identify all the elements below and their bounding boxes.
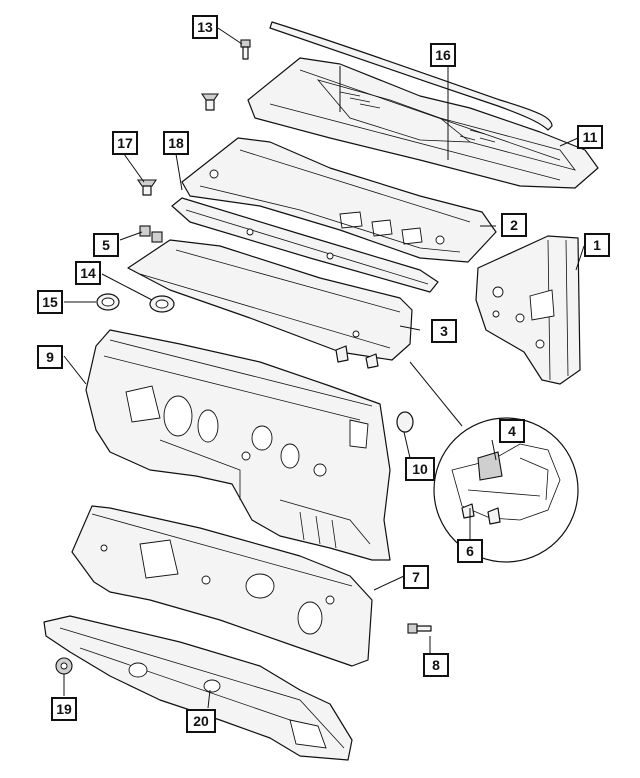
callout-11: 11 (577, 125, 603, 149)
callout-16: 16 (430, 43, 456, 67)
clip-part-5[interactable] (139, 225, 163, 243)
callout-7: 7 (403, 565, 429, 589)
screw-part-13[interactable] (240, 39, 251, 60)
cowl-plenum-part-18[interactable] (181, 137, 497, 263)
callout-2: 2 (501, 213, 527, 237)
push-pin-part-17[interactable] (136, 179, 158, 196)
callout-5: 5 (93, 233, 119, 257)
svg-text:11: 11 (583, 129, 598, 145)
lower-dash-panel-part-7[interactable] (71, 505, 373, 667)
cross-member-part-20[interactable] (43, 615, 353, 761)
svg-text:4: 4 (508, 423, 516, 439)
callout-10: 10 (405, 457, 435, 481)
cowl-seal-part-16[interactable] (269, 21, 553, 131)
lower-plenum-part-3[interactable] (127, 239, 413, 369)
grommet-part-14[interactable] (149, 295, 175, 313)
callout-8: 8 (423, 653, 449, 677)
callout-4: 4 (499, 419, 525, 443)
callout-20: 20 (186, 709, 216, 733)
svg-text:13: 13 (197, 19, 213, 35)
svg-text:6: 6 (466, 543, 474, 559)
svg-text:16: 16 (435, 47, 451, 63)
callout-6: 6 (457, 539, 483, 563)
svg-text:8: 8 (432, 657, 440, 673)
svg-text:2: 2 (510, 217, 518, 233)
nut-part-19[interactable] (55, 657, 73, 675)
svg-text:1: 1 (593, 237, 601, 253)
cowl-reinforcement-bar[interactable] (171, 197, 439, 293)
svg-text:10: 10 (412, 461, 428, 477)
svg-text:3: 3 (440, 323, 448, 339)
svg-text:18: 18 (168, 135, 184, 151)
callout-14: 14 (75, 261, 101, 285)
cowl-panel-part-11[interactable] (247, 57, 599, 189)
svg-text:15: 15 (42, 294, 58, 310)
grommet-part-15[interactable] (96, 293, 120, 311)
svg-text:19: 19 (56, 701, 72, 717)
push-pin-fastener[interactable] (200, 93, 220, 111)
callout-17: 17 (112, 131, 138, 155)
callout-19: 19 (51, 697, 77, 721)
svg-text:20: 20 (193, 713, 209, 729)
callout-15: 15 (37, 290, 63, 314)
side-cowl-panel-part-1[interactable] (475, 235, 581, 385)
svg-text:9: 9 (46, 349, 54, 365)
callout-3: 3 (431, 319, 457, 343)
callout-18: 18 (163, 131, 189, 155)
leader-lines (63, 27, 585, 709)
svg-text:17: 17 (117, 135, 133, 151)
bolt-part-8[interactable] (407, 623, 432, 634)
svg-text:7: 7 (412, 569, 420, 585)
dash-panel-part-9[interactable] (85, 329, 391, 561)
callout-13: 13 (192, 15, 218, 39)
svg-text:14: 14 (80, 265, 96, 281)
callout-9: 9 (37, 345, 63, 369)
svg-text:5: 5 (102, 237, 110, 253)
callout-1: 1 (584, 233, 610, 257)
plug-part-10[interactable] (396, 411, 414, 433)
